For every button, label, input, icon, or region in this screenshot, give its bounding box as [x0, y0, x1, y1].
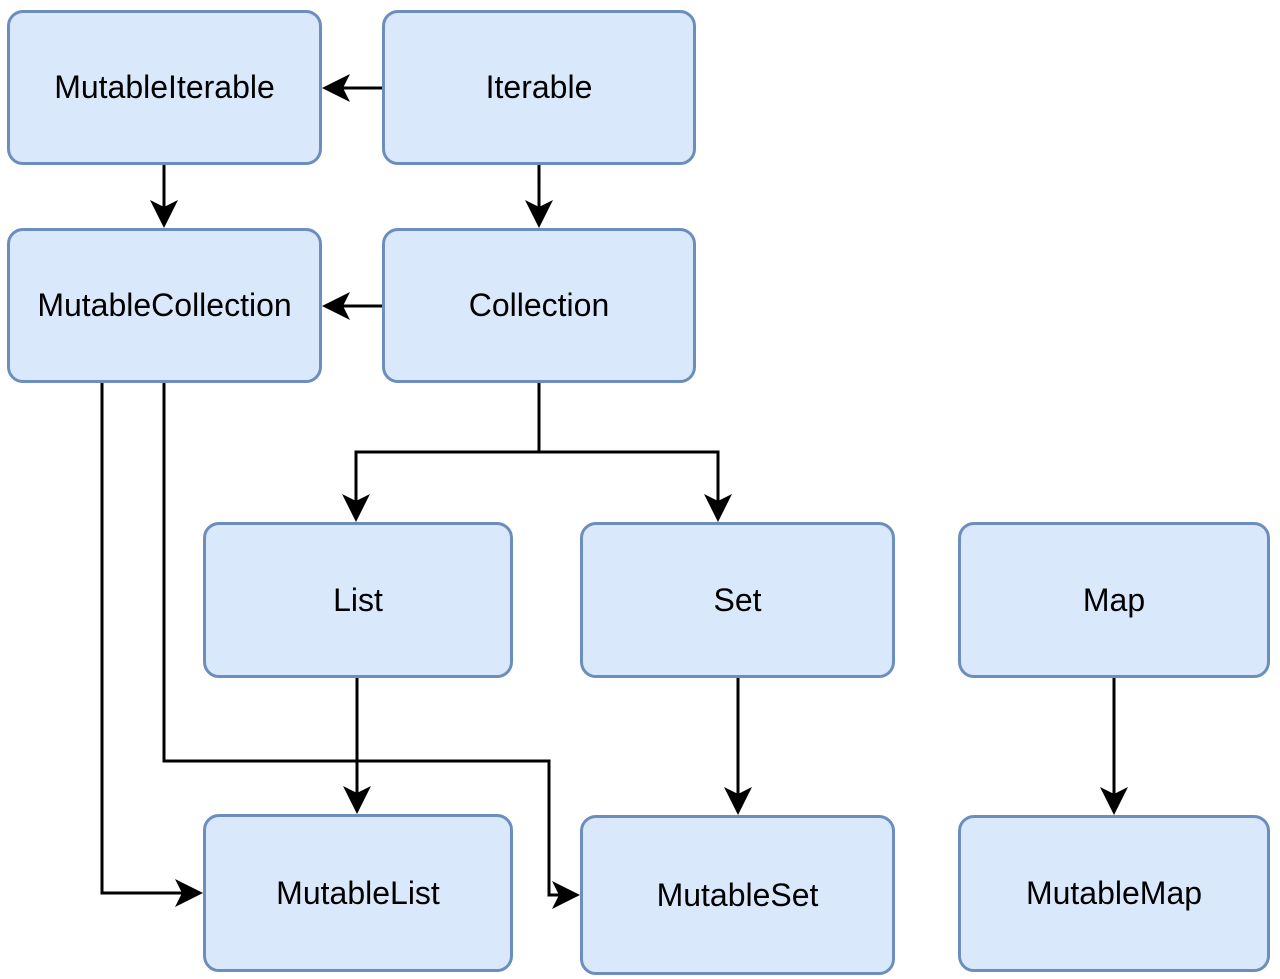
node-label: MutableCollection — [37, 287, 292, 324]
edge-mutable-collection-to-mutable-set — [162, 383, 559, 897]
arrowhead-mutable-collection-to-mutable-list — [175, 879, 203, 907]
edge-collection-to-set — [537, 383, 720, 501]
arrowhead-mutable-collection-to-mutable-set — [552, 881, 580, 909]
arrowhead-map-to-mutable-map — [1100, 787, 1128, 815]
node-label: MutableSet — [656, 876, 819, 913]
node-label: MutableList — [276, 874, 440, 911]
edge-mutable-collection-to-mutable-list — [100, 383, 182, 895]
node-map: Map — [958, 522, 1270, 678]
node-collection: Collection — [382, 228, 696, 383]
node-mutable-collection: MutableCollection — [7, 228, 322, 383]
node-label: Set — [713, 581, 762, 618]
node-label: MutableIterable — [54, 69, 275, 106]
arrowhead-mutable-iterable-to-mutable-collection — [150, 200, 178, 228]
node-list: List — [203, 522, 513, 678]
arrowhead-collection-to-set — [704, 494, 732, 522]
node-label: Collection — [468, 287, 610, 324]
arrowhead-collection-to-mutable-collection — [322, 292, 350, 320]
arrowhead-iterable-to-mutable-iterable — [322, 74, 350, 102]
node-mutable-set: MutableSet — [580, 815, 895, 975]
node-mutable-iterable: MutableIterable — [7, 10, 322, 165]
node-label: Map — [1082, 581, 1146, 618]
node-iterable: Iterable — [382, 10, 696, 165]
arrowhead-set-to-mutable-set — [724, 787, 752, 815]
arrowhead-collection-to-list — [342, 494, 370, 522]
arrowhead-iterable-to-collection — [525, 200, 553, 228]
arrowhead-list-to-mutable-list — [343, 786, 371, 814]
node-set: Set — [580, 522, 895, 678]
node-mutable-map: MutableMap — [958, 815, 1270, 972]
node-label: MutableMap — [1025, 875, 1203, 912]
node-label: List — [333, 581, 383, 618]
node-label: Iterable — [485, 69, 593, 106]
node-mutable-list: MutableList — [203, 814, 513, 972]
